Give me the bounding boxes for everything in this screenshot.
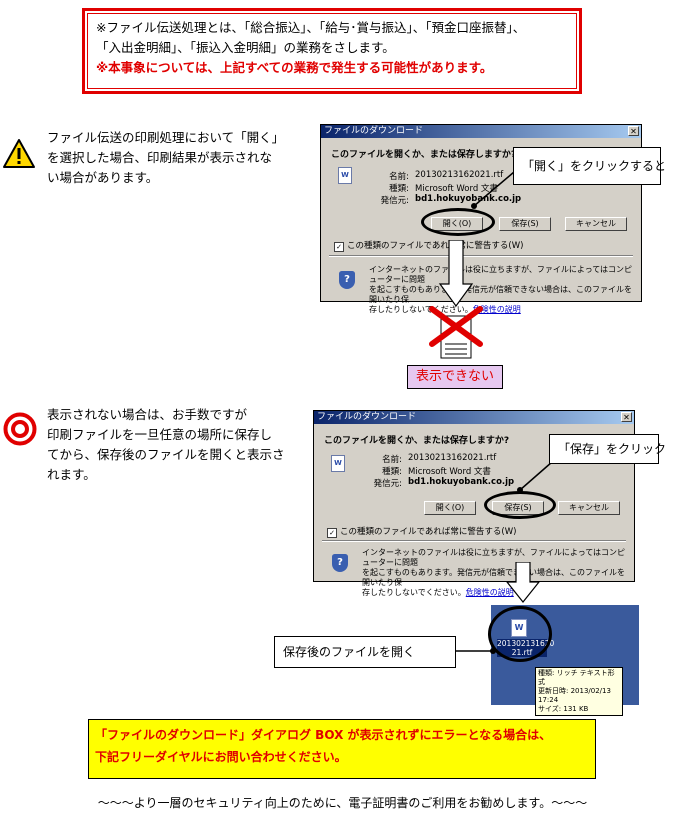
notice-line-1: ※ファイル伝送処理とは、「総合振込」、「給与･賞与振込」、「預金口座振替」、 [96,20,526,35]
separator [329,255,633,257]
type-value: Microsoft Word 文書 [415,184,498,194]
callout-pointer [455,648,496,654]
footer-notice-line-2: 下記フリーダイヤルにお問い合わせください。 [95,750,347,764]
open-saved-callout: 保存後のファイルを開く [274,636,456,668]
security-info: インターネットのファイルは役に立ちますが、ファイルによってはコンピューターに問題… [369,265,637,315]
open-button[interactable]: 開く(O) [424,501,476,515]
dialog-title: ファイルのダウンロード [317,412,417,422]
good-text-line-4: れます。 [47,467,96,482]
down-arrow-2 [505,562,541,603]
file-tooltip: 種類: リッチ テキスト形式 更新日時: 2013/02/13 17:24 サイ… [535,667,623,716]
dialog-question: このファイルを開くか、または保存しますか? [324,436,510,446]
tooltip-type: 種類: リッチ テキスト形式 [538,669,615,686]
checkbox-label: この種類のファイルであれば常に警告する(W) [340,527,517,537]
dialog-titlebar: ファイルのダウンロード ✕ [314,411,634,424]
from-value: bd1.hokuyobank.co.jp [408,477,515,487]
checkbox-box[interactable]: ✓ [327,528,337,538]
security-shield-icon: ? [332,554,348,572]
info-line-2: を起こすものもあります。発信元が信頼できない場合は、このファイルを開いたり保 [362,568,626,587]
word-file-icon: W [331,455,345,472]
dialog-title: ファイルのダウンロード [324,126,424,136]
save-button[interactable]: 保存(S) [499,217,551,231]
info-line-3: 存したりしないでください。 [369,305,473,314]
cancel-button[interactable]: キャンセル [565,217,627,231]
double-circle-icon [3,412,37,446]
info-line-2: を起こすものもあります。発信元が信頼できない場合は、このファイルを開いたり保 [369,285,633,304]
name-value: 20130213162021.rtf [415,170,504,180]
tooltip-size: サイズ: 131 KB [538,705,589,713]
notice-box: ※ファイル伝送処理とは、「総合振込」、「給与･賞与振込」、「預金口座振替」、 「… [82,8,582,94]
info-line-1: インターネットのファイルは役に立ちますが、ファイルによってはコンピューターに問題 [369,265,633,284]
warning-triangle-icon [3,139,35,168]
separator [322,540,626,542]
from-value: bd1.hokuyobank.co.jp [415,194,522,204]
info-line-3: 存したりしないでください。 [362,588,466,597]
good-text-line-1: 表示されない場合は、お手数ですが [47,407,248,422]
down-arrow-1 [438,240,474,308]
checkbox-label: この種類のファイルであれば常に警告する(W) [347,241,524,251]
footer-notice: 「ファイルのダウンロード」ダイアログ BOX が表示されずにエラーとなる場合は、… [88,719,596,779]
risk-link[interactable]: 危険性の説明 [472,305,521,314]
name-label: 名前: [382,455,402,465]
open-button-highlight [421,208,495,236]
checkbox-box[interactable]: ✓ [334,242,344,252]
good-text-line-3: てから、保存後のファイルを開くと表示さ [47,447,285,462]
close-icon[interactable]: ✕ [621,412,632,422]
warning-text-line-2: を選択した場合、印刷結果が表示されな [47,150,273,165]
from-label: 発信元: [380,196,409,206]
always-warn-checkbox[interactable]: ✓この種類のファイルであれば常に警告する(W) [327,525,516,538]
type-value: Microsoft Word 文書 [408,467,491,477]
type-label: 種類: [382,467,402,477]
notice-line-2: 「入出金明細」、「振込入金明細」の業務をさします。 [96,40,395,55]
cancel-button[interactable]: キャンセル [558,501,620,515]
security-shield-icon: ? [339,271,355,289]
dialog-titlebar: ファイルのダウンロード ✕ [321,125,641,138]
word-file-icon: W [338,167,352,184]
close-icon[interactable]: ✕ [628,126,639,136]
good-text-line-2: 印刷ファイルを一旦任意の場所に保存し [47,427,273,442]
info-line-1: インターネットのファイルは役に立ちますが、ファイルによってはコンピューターに問題 [362,548,626,567]
red-x-icon [429,306,483,359]
dialog-question: このファイルを開くか、または保存しますか? [331,150,517,160]
open-callout: 「開く」をクリックすると [513,147,666,185]
warning-text: ファイル伝送の印刷処理において「開く」 を選択した場合、印刷結果が表示されな い… [47,128,287,188]
callout-pointer [517,461,553,493]
always-warn-checkbox[interactable]: ✓この種類のファイルであれば常に警告する(W) [334,239,523,252]
callout-pointer [471,171,515,209]
warning-text-line-3: い場合があります。 [47,170,159,185]
footer-notice-line-1: 「ファイルのダウンロード」ダイアログ BOX が表示されずにエラーとなる場合は、 [95,728,552,742]
warning-text-line-1: ファイル伝送の印刷処理において「開く」 [47,130,285,145]
name-value: 20130213162021.rtf [408,453,497,463]
good-text: 表示されない場合は、お手数ですが 印刷ファイルを一旦任意の場所に保存し てから、… [47,405,307,485]
download-dialog-2: ファイルのダウンロード ✕ このファイルを開くか、または保存しますか? W 名前… [313,410,635,597]
file-highlight [488,606,552,662]
type-label: 種類: [389,184,409,194]
name-label: 名前: [389,172,409,182]
footer-text: ～～～より一層のセキュリティ向上のために、電子証明書のご利用をお勧めします。～～… [97,796,588,810]
cannot-display-label: 表示できない [407,365,503,389]
save-callout: 「保存」をクリック [549,434,666,464]
tooltip-date: 更新日時: 2013/02/13 17:24 [538,687,611,704]
notice-line-3: ※本事象については、上記すべての業務で発生する可能性があります。 [96,60,493,75]
security-info: インターネットのファイルは役に立ちますが、ファイルによってはコンピューターに問題… [362,548,630,598]
risk-link[interactable]: 危険性の説明 [465,588,514,597]
save-button-highlight [484,491,556,519]
from-label: 発信元: [373,479,402,489]
